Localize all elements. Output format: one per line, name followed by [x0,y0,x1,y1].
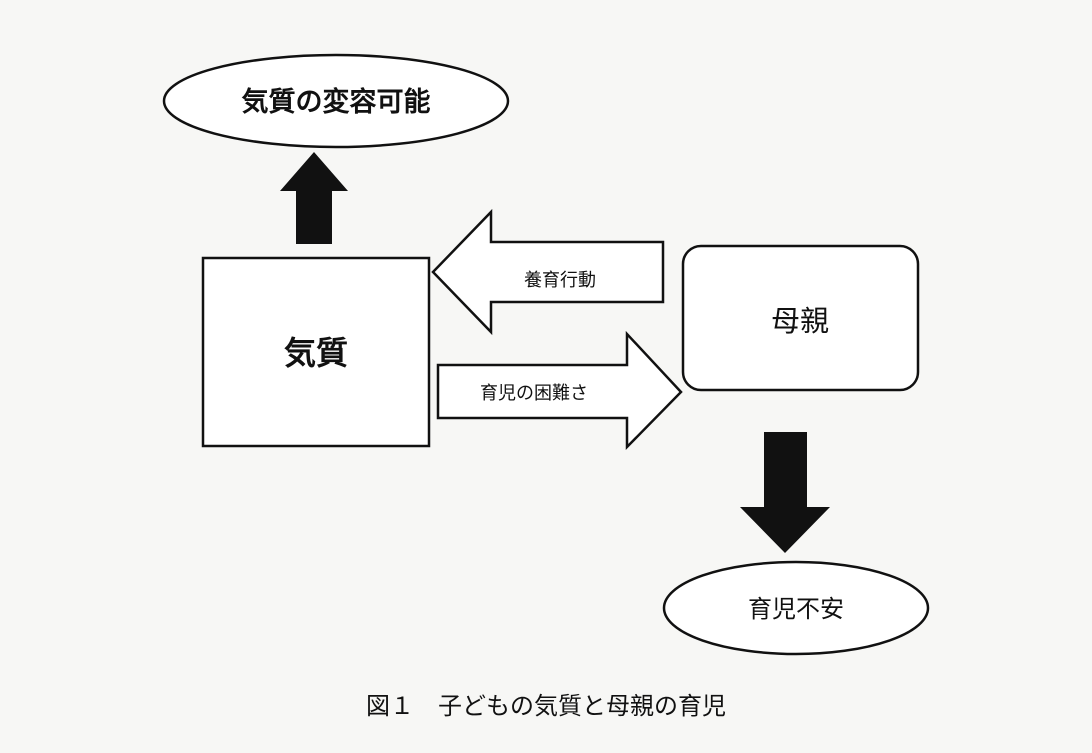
down-arrow [740,432,830,553]
node-temperament-changeable-label: 気質の変容可能 [242,86,431,118]
node-temperament: 気質 [201,256,431,448]
edge-parenting-behavior-label: 養育行動 [524,270,596,291]
edge-childcare-difficulty: 育児の困難さ [436,330,683,451]
node-childcare-anxiety: 育児不安 [662,560,930,656]
node-mother-label: 母親 [771,304,829,338]
edge-parenting-behavior: 養育行動 [431,208,665,336]
node-childcare-anxiety-label: 育児不安 [748,595,844,623]
node-temperament-label: 気質 [284,334,348,372]
up-arrow [280,152,348,244]
node-mother: 母親 [681,244,920,392]
node-temperament-changeable: 気質の変容可能 [162,53,510,149]
edge-childcare-difficulty-label: 育児の困難さ [480,383,588,404]
figure-caption: 図１ 子どもの気質と母親の育児 [366,692,726,720]
